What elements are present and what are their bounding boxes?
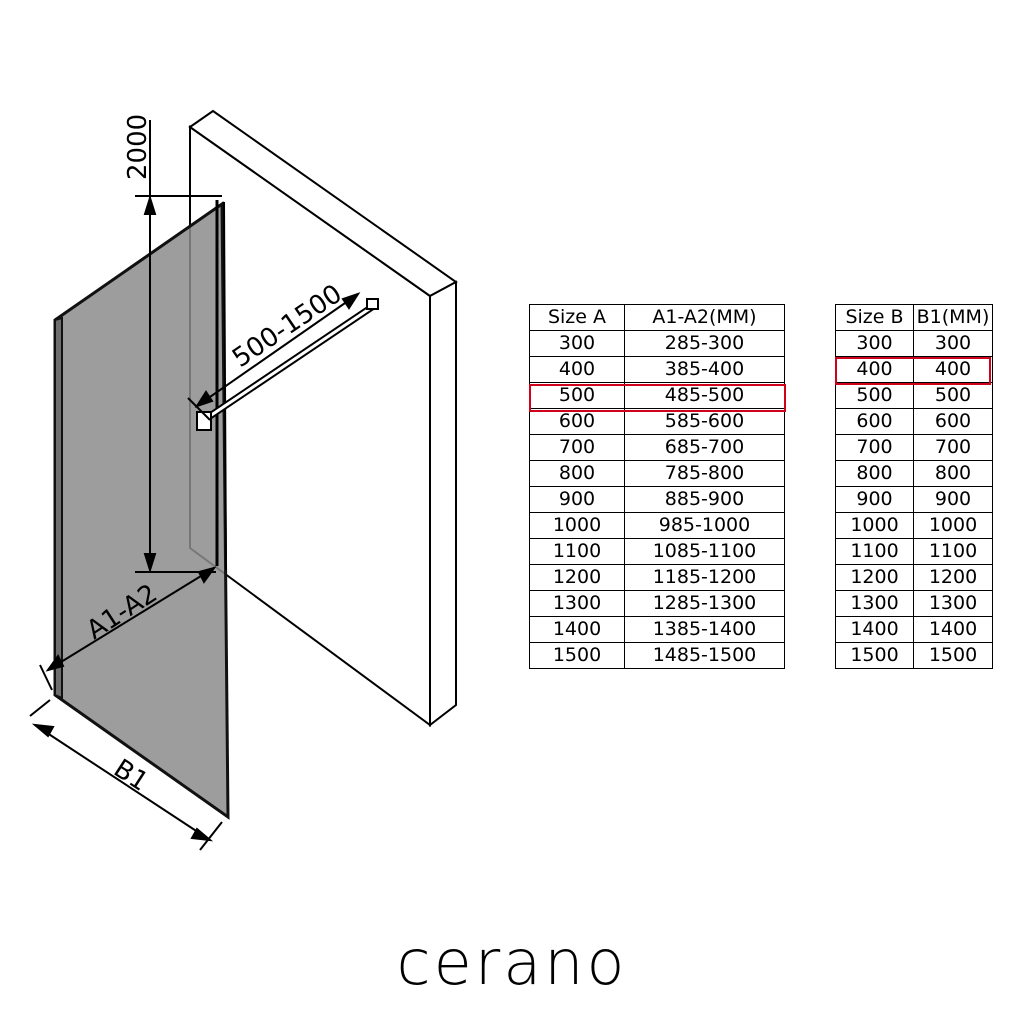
table-cell: 1000 — [529, 512, 625, 539]
table-cell: 1300 — [529, 590, 625, 617]
table-cell: 485-500 — [624, 382, 785, 409]
table-cell: 1100 — [529, 538, 625, 565]
table-cell: 600 — [913, 408, 993, 435]
table-cell: 1500 — [835, 642, 914, 669]
table-cell: 600 — [835, 408, 914, 435]
table-cell: 800 — [913, 460, 993, 487]
table-cell: 985-1000 — [624, 512, 785, 539]
table-cell: 1485-1500 — [624, 642, 785, 669]
table-cell: 500 — [835, 382, 914, 409]
table-header-cell: Size A — [529, 304, 625, 331]
a-dimension — [39, 566, 217, 691]
table-cell: 1200 — [835, 564, 914, 591]
table-cell: 1185-1200 — [624, 564, 785, 591]
table-cell: 800 — [835, 460, 914, 487]
table-cell: 1100 — [835, 538, 914, 565]
table-header-cell: A1-A2(MM) — [624, 304, 785, 331]
table-cell: 885-900 — [624, 486, 785, 513]
b-dimension — [29, 699, 223, 851]
table-cell: 285-300 — [624, 330, 785, 357]
table-cell: 300 — [835, 330, 914, 357]
table-cell: 500 — [529, 382, 625, 409]
glass-panel-edge — [54, 316, 63, 700]
table-cell: 700 — [835, 434, 914, 461]
table-cell: 1200 — [913, 564, 993, 591]
table-cell: 1385-1400 — [624, 616, 785, 643]
table-cell: 1085-1100 — [624, 538, 785, 565]
brand-logo: cerano — [396, 926, 628, 999]
wall — [188, 109, 458, 728]
height-label: 2000 — [123, 114, 153, 180]
table-cell: 385-400 — [624, 356, 785, 383]
table-cell: 1500 — [913, 642, 993, 669]
table-cell: 700 — [529, 434, 625, 461]
table-cell: 1400 — [913, 616, 993, 643]
table-cell: 800 — [529, 460, 625, 487]
table-cell: 585-600 — [624, 408, 785, 435]
table-cell: 1300 — [835, 590, 914, 617]
arm-dimension — [187, 292, 361, 421]
table-cell: 1300 — [913, 590, 993, 617]
table-cell: 900 — [835, 486, 914, 513]
table-cell: 1400 — [835, 616, 914, 643]
glass-panel — [53, 201, 230, 820]
table-cell: 1500 — [529, 642, 625, 669]
table-cell: 785-800 — [624, 460, 785, 487]
table-cell: 500 — [913, 382, 993, 409]
table-cell: 1400 — [529, 616, 625, 643]
table-cell: 900 — [913, 486, 993, 513]
table-cell: 900 — [529, 486, 625, 513]
table-cell: 700 — [913, 434, 993, 461]
table-cell: 1000 — [913, 512, 993, 539]
highlight-size-a-row — [529, 384, 786, 412]
table-cell: 300 — [913, 330, 993, 357]
table-cell: 300 — [529, 330, 625, 357]
table-cell: 1100 — [913, 538, 993, 565]
highlight-size-b-row — [835, 357, 991, 385]
table-cell: 400 — [529, 356, 625, 383]
table-cell: 1285-1300 — [624, 590, 785, 617]
table-cell: 1000 — [835, 512, 914, 539]
table-header-cell: Size B — [835, 304, 914, 331]
table-cell: 1200 — [529, 564, 625, 591]
table-cell: 685-700 — [624, 434, 785, 461]
table-header-cell: B1(MM) — [913, 304, 993, 331]
table-cell: 600 — [529, 408, 625, 435]
